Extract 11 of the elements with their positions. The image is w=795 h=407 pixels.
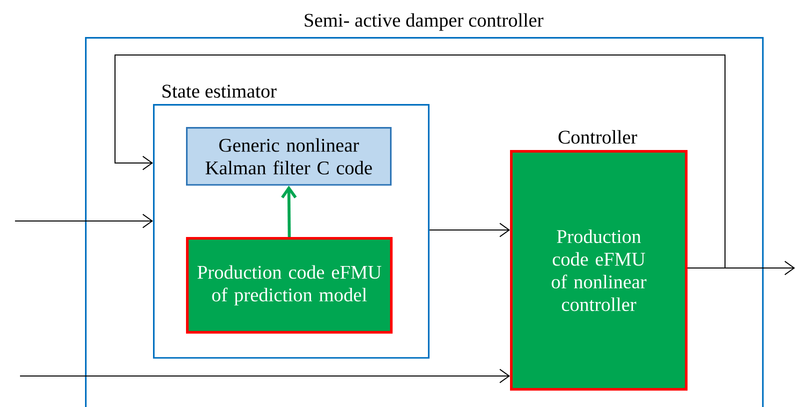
box-heading: Controller: [558, 130, 638, 144]
box-heading: State estimator: [162, 84, 277, 98]
arrow: [114, 54, 726, 268]
controller-box: Production code eFMU of nonlinear controller: [510, 150, 688, 391]
arrow: [20, 368, 510, 384]
arrow: [14, 214, 153, 228]
arrow: [429, 222, 510, 238]
model-box: Production code eFMU of prediction model: [186, 237, 393, 334]
code-box: Generic nonlinear Kalman filter C code: [186, 127, 392, 186]
box-heading: Semi- active damper controller: [304, 13, 544, 31]
arrow: [281, 186, 297, 238]
